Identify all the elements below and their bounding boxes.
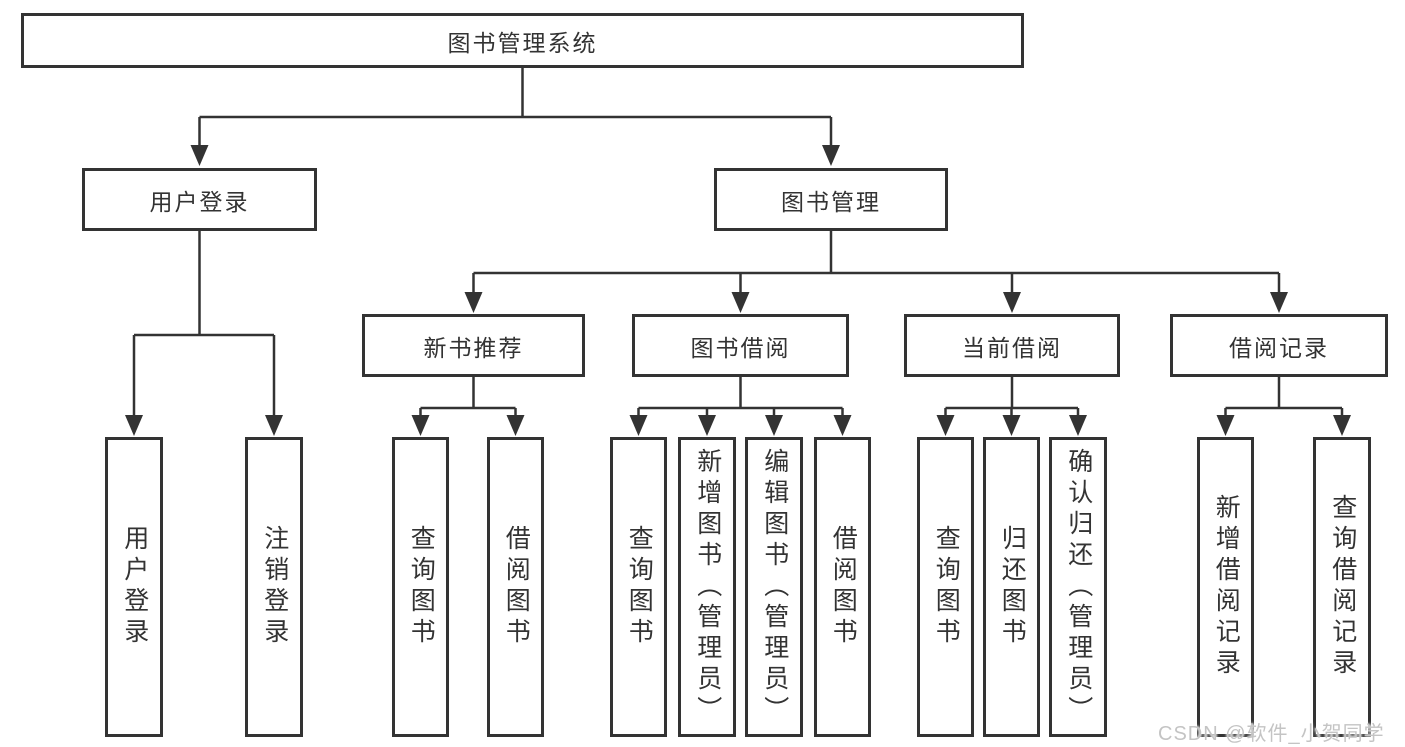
leaf-bb-borrow-books: 借阅图书 xyxy=(814,437,871,737)
arrow-down-icon xyxy=(1216,415,1235,436)
arrow-down-icon xyxy=(1333,415,1351,436)
connector-borrow-records-to-leaves xyxy=(1216,376,1351,436)
arrow-down-icon xyxy=(833,415,852,436)
connector-root-to-branches xyxy=(190,68,840,166)
node-user-login: 用户登录 xyxy=(82,168,317,231)
connector-book-borrow-to-leaves xyxy=(629,376,852,436)
arrow-down-icon xyxy=(822,145,840,166)
node-book-management: 图书管理 xyxy=(714,168,948,231)
csdn-watermark: CSDN @软件_小贺同学 xyxy=(1158,723,1385,745)
arrow-down-icon xyxy=(1270,292,1288,313)
leaf-cb-return-books: 归还图书 xyxy=(983,437,1040,737)
arrow-down-icon xyxy=(125,415,143,436)
arrow-down-icon xyxy=(1003,292,1021,313)
arrow-down-icon xyxy=(1069,415,1087,436)
leaf-bb-query-books: 查询图书 xyxy=(610,437,667,737)
arrow-down-icon xyxy=(936,415,955,436)
node-current-borrow: 当前借阅 xyxy=(904,314,1120,377)
leaf-bb-add-books: 新增图书（管理员） xyxy=(678,437,736,737)
connector-current-borrow-to-leaves xyxy=(936,376,1087,436)
leaf-logout: 注销登录 xyxy=(245,437,303,737)
arrow-down-icon xyxy=(1002,415,1021,436)
arrow-down-icon xyxy=(190,145,209,166)
arrow-down-icon xyxy=(411,415,430,436)
leaf-cb-confirm-return: 确认归还（管理员） xyxy=(1049,437,1107,737)
leaf-br-add-record: 新增借阅记录 xyxy=(1197,437,1254,737)
arrow-down-icon xyxy=(506,415,525,436)
arrow-down-icon xyxy=(765,415,783,436)
leaf-bb-edit-books: 编辑图书（管理员） xyxy=(745,437,803,737)
connector-user-login-to-leaves xyxy=(125,231,283,436)
node-new-book-recommend: 新书推荐 xyxy=(362,314,585,377)
arrow-down-icon xyxy=(731,292,750,313)
leaf-br-query-record: 查询借阅记录 xyxy=(1313,437,1371,737)
arrow-down-icon xyxy=(464,292,483,313)
leaf-nbr-borrow-books: 借阅图书 xyxy=(487,437,544,737)
arrow-down-icon xyxy=(629,415,648,436)
connector-book-management-to-modules xyxy=(464,231,1288,313)
arrow-down-icon xyxy=(698,415,716,436)
connector-new-book-recommend-to-leaves xyxy=(411,376,525,436)
node-book-borrow: 图书借阅 xyxy=(632,314,849,377)
node-borrow-records: 借阅记录 xyxy=(1170,314,1388,377)
arrow-down-icon xyxy=(265,415,283,436)
leaf-nbr-query-books: 查询图书 xyxy=(392,437,449,737)
leaf-cb-query-books: 查询图书 xyxy=(917,437,974,737)
node-root: 图书管理系统 xyxy=(21,13,1024,68)
leaf-user-login: 用户登录 xyxy=(105,437,163,737)
